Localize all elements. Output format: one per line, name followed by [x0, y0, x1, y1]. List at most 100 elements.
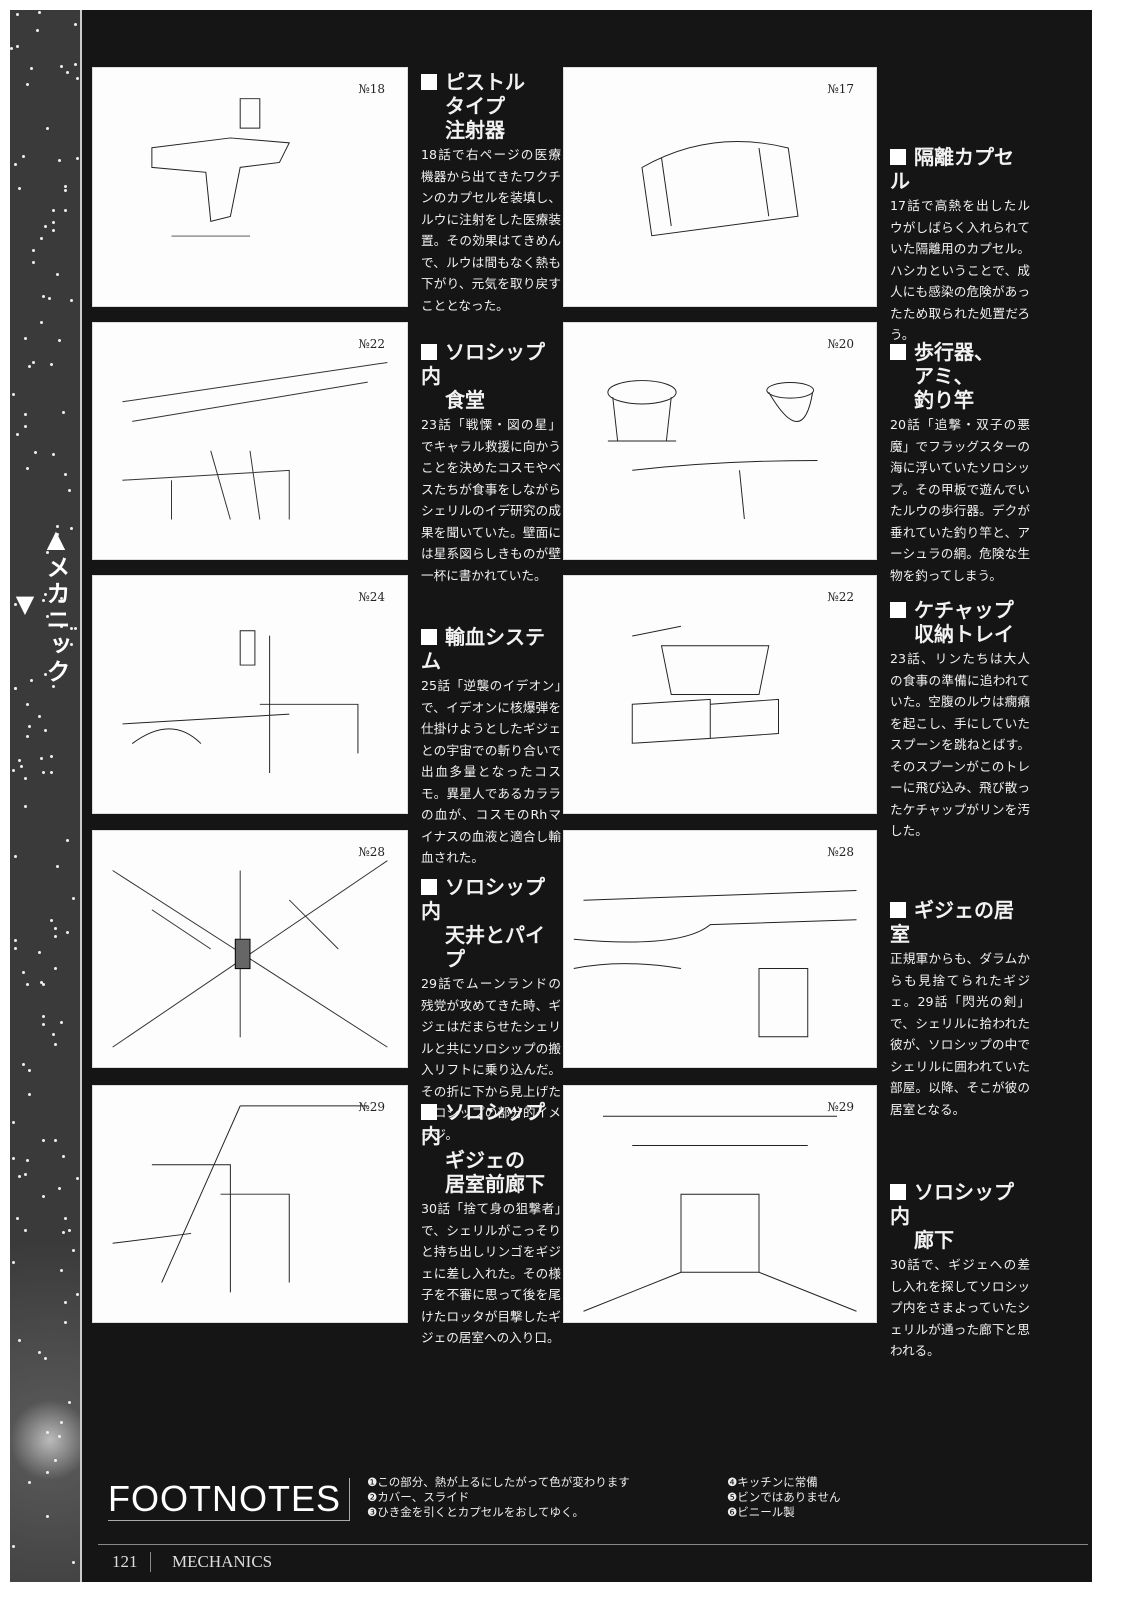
scene-number: №18	[358, 82, 385, 96]
caption-title: ソロシップ内天井とパイプ	[421, 875, 561, 971]
star	[76, 1177, 79, 1180]
scene-number: №17	[827, 82, 854, 96]
star	[44, 729, 47, 732]
title-line: 注射器	[421, 118, 561, 142]
star	[72, 897, 75, 900]
caption-title: 輸血システム	[421, 625, 561, 673]
star	[14, 855, 17, 858]
star	[56, 525, 59, 528]
title-text: ソロシップ内	[421, 875, 545, 923]
star	[28, 725, 31, 728]
title-line: ソロシップ内	[421, 1100, 561, 1148]
star	[58, 159, 61, 162]
title-text: ソロシップ内	[890, 1180, 1014, 1228]
page-number: 121	[112, 1552, 151, 1572]
star	[56, 273, 59, 276]
caption-body: 18話で右ページの医療機器から出てきたワクチンのカプセルを装填し、ルウに注射をし…	[421, 147, 561, 313]
footnote-6: ❻ビニール製	[727, 1505, 795, 1519]
star	[28, 1093, 31, 1096]
star	[12, 1261, 15, 1264]
sketch-image: №17	[563, 67, 877, 307]
caption-block: ソロシップ内廊下 30話で、ギジェへの差し入れを探してソロシップ内をさまよっていた…	[890, 1180, 1030, 1362]
section-name: MECHANICS	[172, 1552, 273, 1571]
star	[38, 715, 41, 718]
star	[30, 679, 33, 682]
star	[24, 337, 27, 340]
star	[40, 321, 43, 324]
line-drawing	[112, 1105, 368, 1293]
title-line: 廊下	[890, 1228, 1030, 1252]
title-text: 天井とパイプ	[445, 923, 545, 971]
scene-number: №22	[358, 337, 385, 351]
star	[38, 1351, 41, 1354]
star	[60, 1421, 63, 1424]
star	[52, 209, 55, 212]
star	[26, 703, 29, 706]
title-text: ギジェの居室	[890, 898, 1014, 946]
star	[66, 71, 69, 74]
title-line: タイプ	[421, 94, 561, 118]
caption-title: ケチャップ収納トレイ	[890, 598, 1030, 646]
title-line: ケチャップ	[890, 598, 1030, 622]
caption-body: 25話「逆襲のイデオン」で、イデオンに核爆弾を仕掛けようとしたギジェとの宇宙での…	[421, 678, 561, 865]
star	[18, 187, 21, 190]
section-tab: ▲メカニック▼	[11, 525, 70, 685]
scene-number: №29	[358, 1100, 385, 1114]
star	[54, 1459, 57, 1462]
title-line: 歩行器、	[890, 340, 1030, 364]
caption-title: ソロシップ内食堂	[421, 340, 561, 412]
footnotes-title: FOOTNOTES	[108, 1478, 350, 1521]
star	[40, 237, 43, 240]
star	[66, 839, 69, 842]
star	[62, 1155, 65, 1158]
line-drawing	[583, 1115, 857, 1312]
line-drawing	[122, 630, 359, 773]
line-drawing	[112, 860, 388, 1048]
line-drawing	[607, 380, 818, 520]
star	[36, 29, 39, 32]
sketch-image: №18	[92, 67, 408, 307]
line-drawing	[631, 625, 779, 744]
title-text: ケチャップ	[914, 598, 1014, 622]
star	[14, 163, 17, 166]
starfield-strip	[10, 10, 82, 1582]
title-text: 収納トレイ	[914, 622, 1014, 646]
star	[42, 1023, 45, 1026]
square-bullet-icon	[890, 149, 906, 165]
star	[58, 339, 61, 342]
star	[46, 615, 49, 618]
caption-body: 正規軍からも、ダラムからも見捨てられたギジェ。29話「閃光の剣」で、シェリルに拾…	[890, 951, 1030, 1117]
caption-body: 30話で、ギジェへの差し入れを探してソロシップ内をさまよっていたシェリルが通った…	[890, 1257, 1030, 1358]
star	[64, 473, 67, 476]
caption-body: 20話「追撃・双子の悪魔」でフラッグスターの海に浮いていたソロシップ。その甲板で…	[890, 417, 1030, 583]
star	[52, 221, 55, 224]
square-bullet-icon	[890, 344, 906, 360]
star	[26, 983, 29, 986]
sketch-image: №20	[563, 322, 877, 560]
title-line: アミ、	[890, 364, 1030, 388]
star	[54, 935, 57, 938]
star	[26, 735, 29, 738]
title-text: ソロシップ内	[421, 1100, 545, 1148]
footnote-2: ❷カバー、スライド	[367, 1490, 470, 1504]
star	[76, 77, 79, 80]
star	[10, 47, 13, 50]
caption-block: ギジェの居室正規軍からも、ダラムからも見捨てられたギジェ。29話「閃光の剣」で、…	[890, 898, 1030, 1120]
title-line: 収納トレイ	[890, 622, 1030, 646]
star	[64, 1301, 67, 1304]
star	[76, 1293, 79, 1296]
star	[70, 643, 73, 646]
star	[24, 777, 27, 780]
caption-body: 30話「捨て身の狙撃者」で、シェリルがこっそりと持ち出しリンゴをギジェに差し入れ…	[421, 1201, 561, 1345]
star	[24, 805, 27, 808]
star	[68, 1401, 71, 1404]
scene-number: №28	[358, 845, 385, 859]
star	[54, 1043, 57, 1046]
star	[58, 1435, 61, 1438]
star	[46, 1471, 49, 1474]
